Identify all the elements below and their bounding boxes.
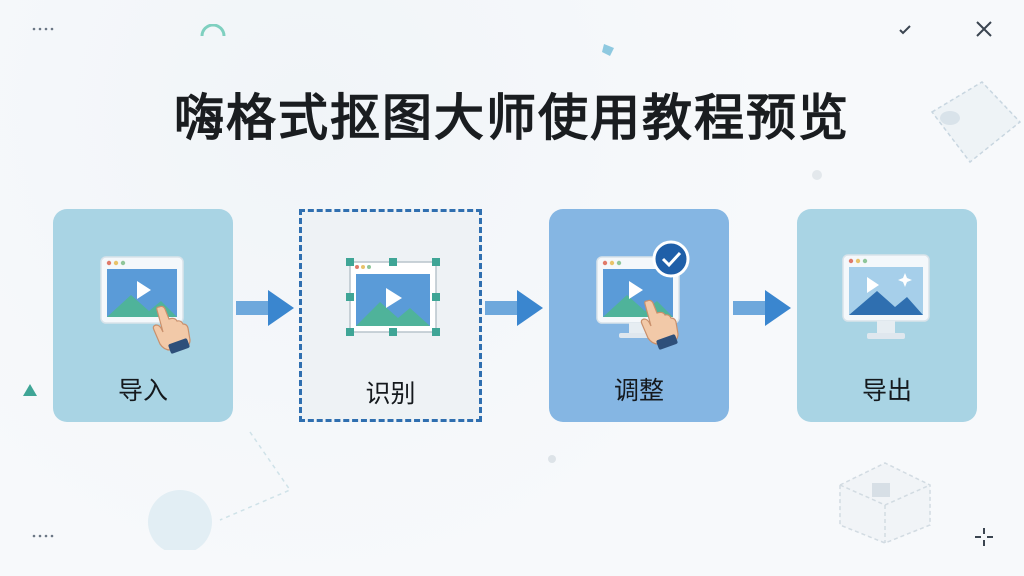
page-title: 嗨格式抠图大师使用教程预览 <box>174 89 850 147</box>
step-card-recognize[interactable]: 识别 <box>299 209 482 422</box>
arc-decoration-icon <box>200 24 226 37</box>
checkmark-icon[interactable] <box>898 24 912 36</box>
cube-decoration-icon <box>839 462 931 544</box>
arrow-right-icon <box>733 290 791 326</box>
gem-decoration-icon <box>602 44 614 56</box>
step-label: 导出 <box>861 376 912 405</box>
dot-decoration-icon <box>812 170 822 180</box>
step-label: 调整 <box>613 376 664 405</box>
monitor-with-hand-pointer-icon <box>100 256 191 354</box>
step-label: 识别 <box>365 379 416 408</box>
triangle-decoration-icon <box>23 384 37 396</box>
arrow-right-icon <box>236 290 294 326</box>
arrow-right-icon <box>485 290 543 326</box>
monitor-with-image-icon <box>842 254 930 339</box>
dot-decoration-icon <box>548 455 556 463</box>
dots-icon <box>32 27 54 31</box>
circle-decoration-icon <box>148 431 292 550</box>
crosshair-icon[interactable] <box>974 527 994 547</box>
step-card-import[interactable]: 导入 <box>53 209 233 422</box>
step-card-export[interactable]: 导出 <box>797 209 977 422</box>
close-icon[interactable] <box>974 19 994 39</box>
monitor-with-checkmark-and-hand-icon <box>596 240 690 350</box>
step-card-adjust[interactable]: 调整 <box>549 209 729 422</box>
dashed-diamond-decoration-icon <box>930 81 1022 164</box>
image-with-selection-handles-icon <box>346 258 440 336</box>
dots-icon <box>32 534 54 538</box>
step-label: 导入 <box>117 376 168 405</box>
